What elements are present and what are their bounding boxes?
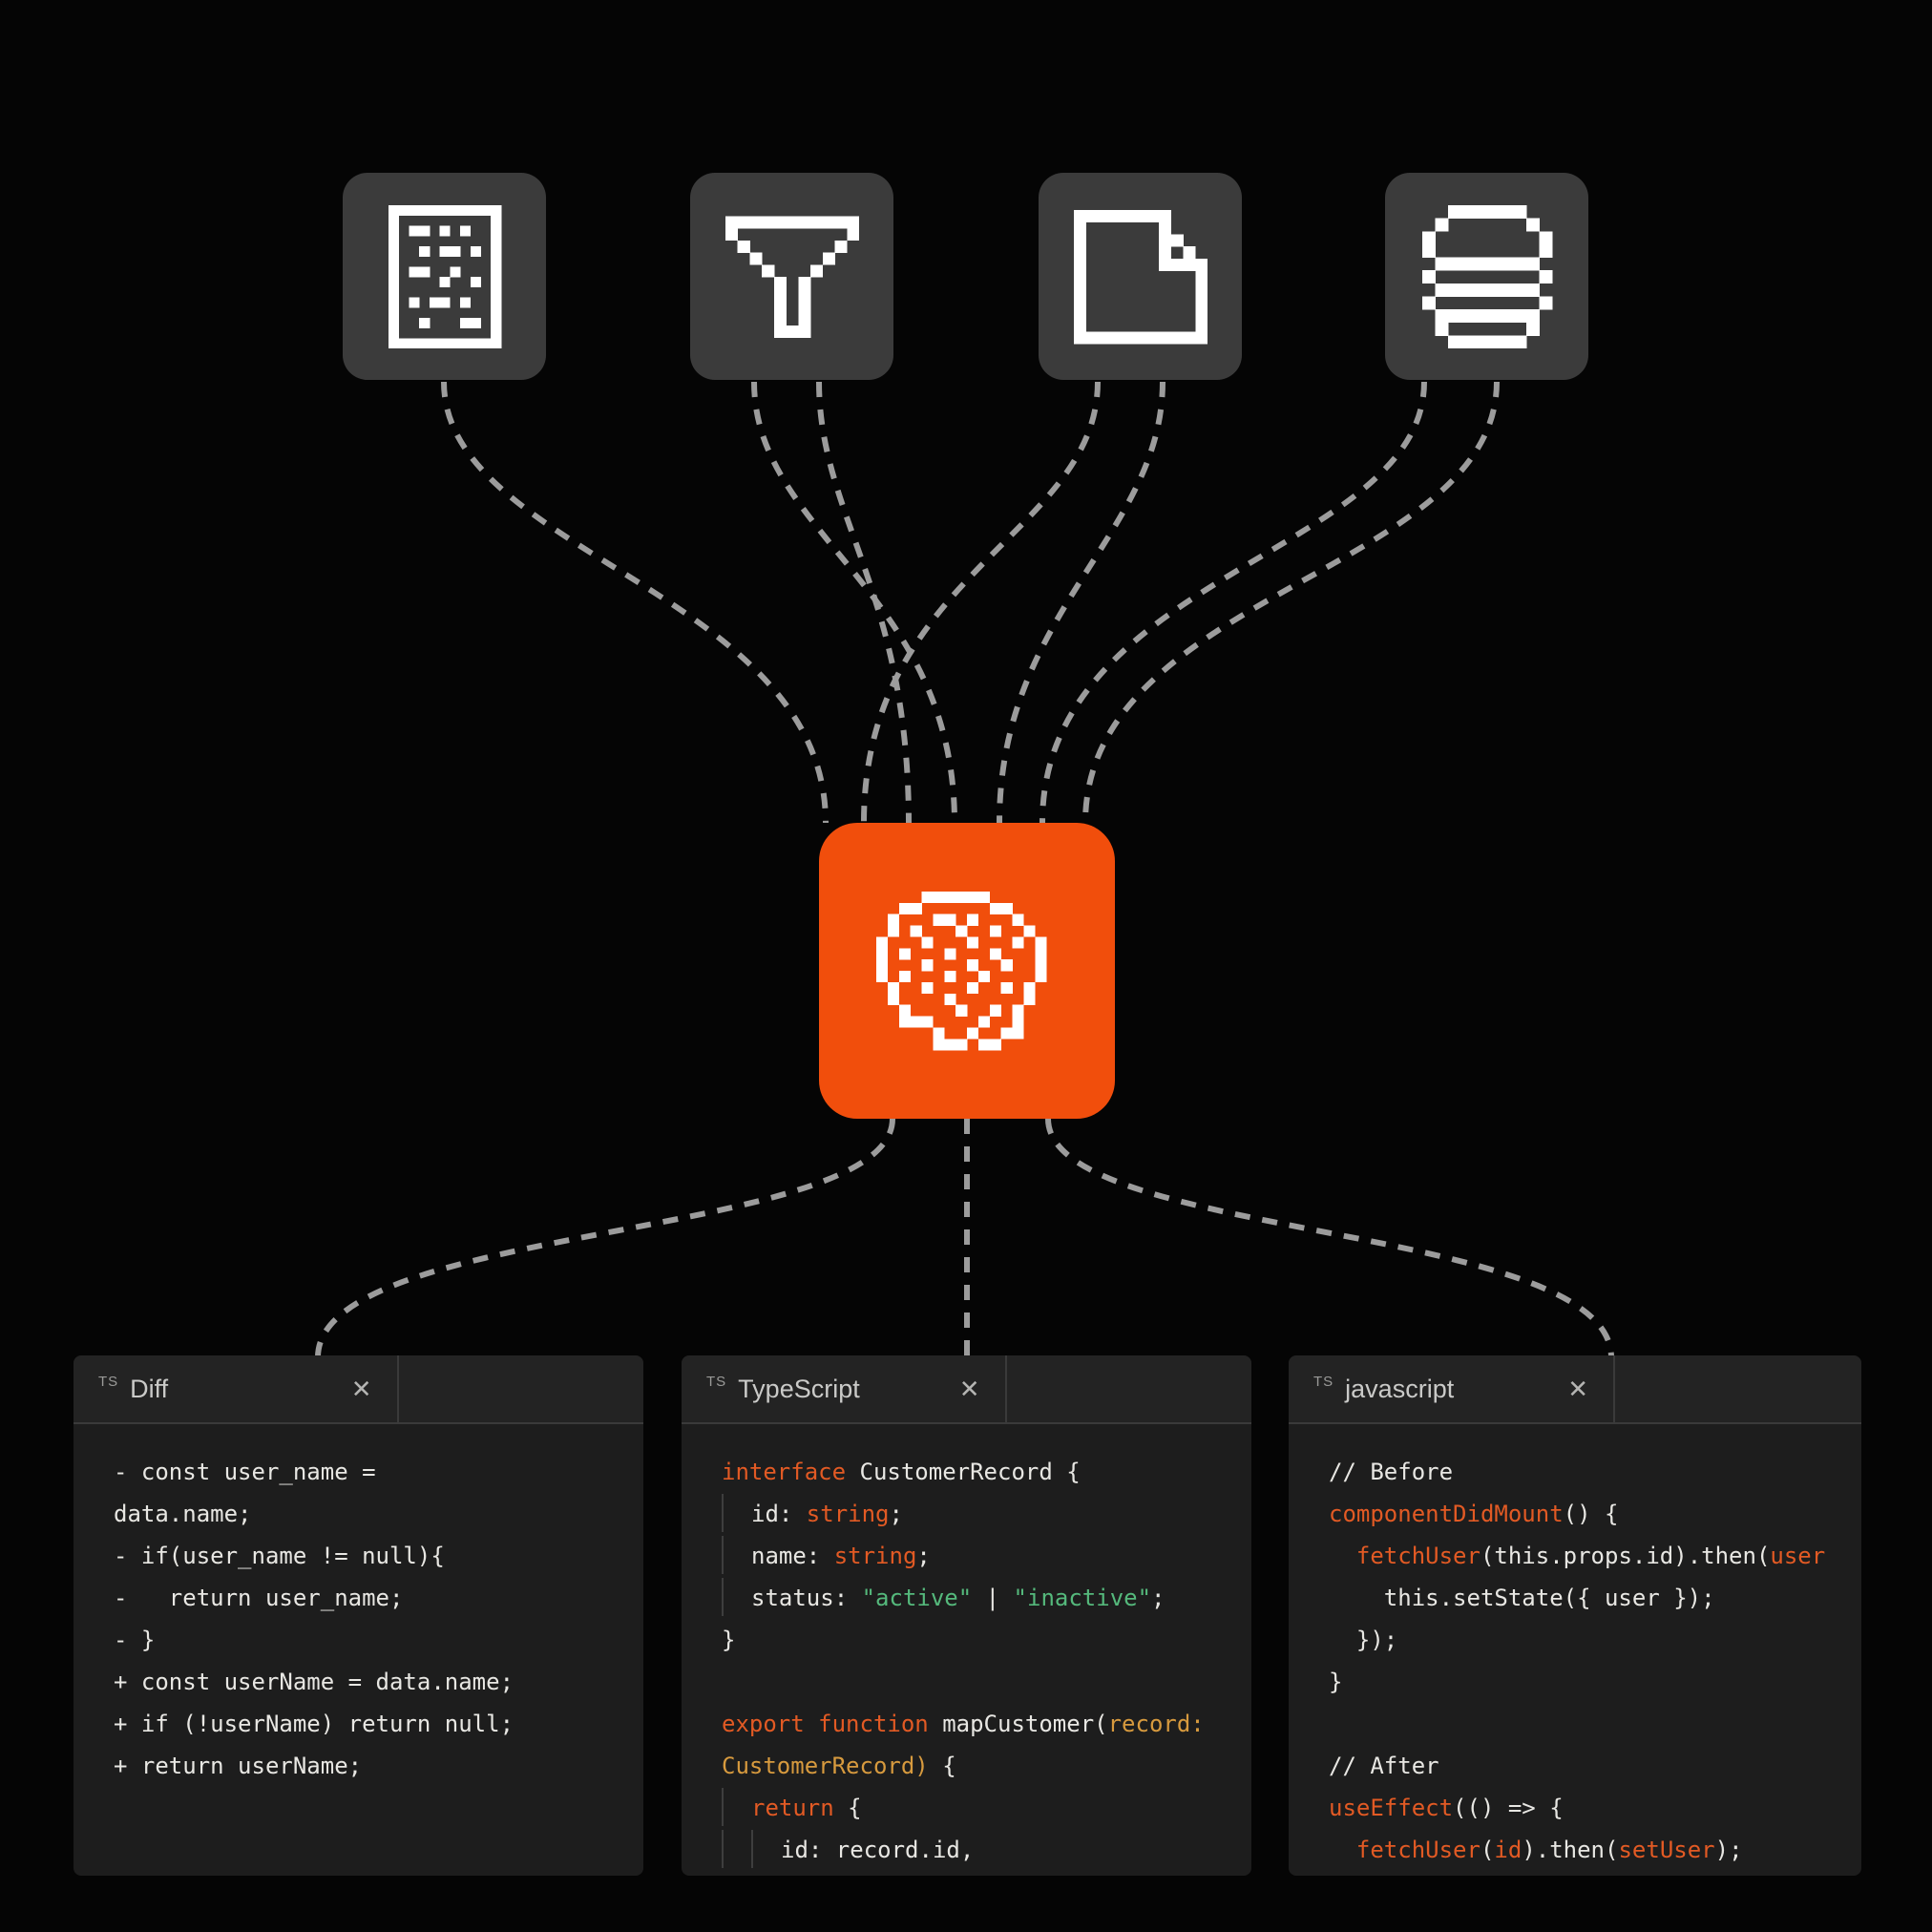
code-line: CustomerRecord) { (722, 1753, 956, 1779)
connector-source1 (441, 381, 829, 824)
code-line: }); (1329, 1627, 1398, 1653)
funnel-icon (724, 215, 859, 338)
code-line: - const user_name = (114, 1459, 376, 1485)
close-icon[interactable]: ✕ (958, 1375, 980, 1403)
file-icon (1073, 209, 1208, 344)
language-tag: TS (98, 1373, 119, 1390)
code-line: } (722, 1627, 736, 1653)
code-line: return { (722, 1787, 1251, 1829)
connector-output-left (315, 1118, 895, 1358)
code-content-diff: - const user_name = data.name; - if(user_n… (74, 1424, 643, 1787)
code-line: // Before (1329, 1459, 1454, 1485)
code-line: - return user_name; (114, 1585, 404, 1611)
code-line: } (1329, 1669, 1343, 1695)
language-tag: TS (1313, 1373, 1334, 1390)
code-content-javascript: // Before componentDidMount() { fetchUser… (1289, 1424, 1861, 1871)
panel-header: TS Diff ✕ (74, 1355, 643, 1424)
brain-icon (876, 891, 1047, 1051)
panel-tab-javascript[interactable]: TS javascript ✕ (1289, 1355, 1615, 1422)
code-line: id: string; (722, 1493, 1251, 1535)
panel-title: TypeScript (738, 1374, 860, 1403)
panel-title: javascript (1345, 1374, 1455, 1403)
code-line: interface CustomerRecord { (722, 1459, 1081, 1485)
panel-header: TS TypeScript ✕ (682, 1355, 1251, 1424)
code-line: // After (1329, 1753, 1439, 1779)
source-tile-filter[interactable] (690, 173, 893, 380)
panel-tab-typescript[interactable]: TS TypeScript ✕ (682, 1355, 1007, 1422)
code-line: this.setState({ user }); (1329, 1585, 1715, 1611)
code-line: - } (114, 1627, 156, 1653)
close-icon[interactable]: ✕ (1567, 1375, 1588, 1403)
connector-source2a (751, 381, 957, 824)
code-line: + const userName = data.name; (114, 1669, 514, 1695)
code-line (1329, 1703, 1861, 1745)
code-line: id: record.id, (722, 1829, 1251, 1871)
connector-source3b (997, 381, 1166, 824)
language-tag: TS (706, 1373, 727, 1390)
connector-source3a (861, 381, 1101, 824)
code-line: useEffect(() => { (1329, 1795, 1564, 1821)
code-line: + if (!userName) return null; (114, 1711, 514, 1737)
code-line (722, 1661, 1251, 1703)
connector-source4a (1040, 381, 1427, 824)
connector-output-right (1045, 1118, 1614, 1358)
source-tile-database[interactable] (1385, 173, 1588, 380)
panel-tab-diff[interactable]: TS Diff ✕ (74, 1355, 399, 1422)
code-panel-javascript: TS javascript ✕ // Before componentDidMou… (1289, 1355, 1861, 1876)
database-icon (1421, 204, 1553, 348)
code-line: - if(user_name != null){ (114, 1543, 445, 1569)
connector-source2b (816, 381, 912, 824)
code-line: name: string; (722, 1535, 1251, 1577)
code-line: + return userName; (114, 1753, 363, 1779)
code-panel-typescript: TS TypeScript ✕ interface CustomerRecord… (682, 1355, 1251, 1876)
code-line: data.name; (114, 1501, 252, 1527)
connector-source4b (1082, 381, 1500, 824)
scan-document-icon (388, 204, 501, 348)
processor-tile[interactable] (819, 823, 1115, 1119)
code-line: status: "active" | "inactive"; (722, 1577, 1251, 1619)
code-panel-diff: TS Diff ✕ - const user_name =data.name;-… (74, 1355, 643, 1876)
code-line: fetchUser(id).then(setUser); (1355, 1837, 1743, 1863)
source-tile-file[interactable] (1039, 173, 1242, 380)
source-tile-scan-document[interactable] (343, 173, 546, 380)
code-line: export function mapCustomer(record: (722, 1711, 1205, 1737)
close-icon[interactable]: ✕ (350, 1375, 372, 1403)
panel-title: Diff (130, 1374, 169, 1403)
code-line: componentDidMount() { (1329, 1501, 1619, 1527)
code-line: fetchUser(this.props.id).then(user (1355, 1543, 1826, 1569)
panel-header: TS javascript ✕ (1289, 1355, 1861, 1424)
code-content-typescript: interface CustomerRecord { id: string;nam… (682, 1424, 1251, 1871)
